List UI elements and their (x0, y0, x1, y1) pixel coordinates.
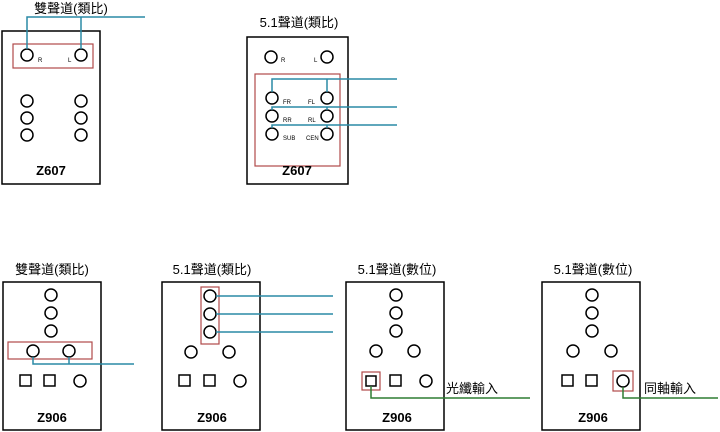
model-label: Z607 (282, 163, 312, 178)
cable-rear (271, 106, 397, 110)
jack-label-cen: CEN (306, 136, 319, 142)
jack (389, 324, 403, 338)
cable-sub-cen (271, 124, 397, 128)
jack-label-l: L (314, 58, 318, 64)
jack (407, 344, 421, 358)
coax-port (233, 374, 247, 388)
coax-port (616, 374, 630, 388)
optical-port (389, 374, 402, 387)
jack-label-sub: SUB (283, 136, 295, 142)
model-label: Z607 (36, 163, 66, 178)
annotation-optical-input: 光纖輸入 (446, 381, 498, 396)
panel-title: 5.1聲道(數位) (554, 262, 633, 277)
highlight-box (7, 341, 93, 360)
jack (20, 111, 34, 125)
optical-port (19, 374, 32, 387)
device-panel (2, 281, 102, 431)
jack-label-r: R (38, 58, 43, 64)
panel-title: 雙聲道(類比) (15, 262, 89, 277)
panel-z906-stereo: 雙聲道(類比) Z906 (2, 262, 134, 431)
device-panel (541, 281, 641, 431)
jack (585, 306, 599, 320)
cable-coax (622, 387, 718, 399)
jack-label-fr: FR (283, 100, 292, 106)
jack-l (320, 50, 334, 64)
optical-port (585, 374, 598, 387)
device-panel (246, 36, 349, 185)
jack-rr (265, 109, 279, 123)
jack-front (203, 289, 217, 303)
device-panel (345, 281, 445, 431)
jack (74, 111, 88, 125)
jack (20, 94, 34, 108)
cable-r (26, 16, 145, 49)
jack-r (20, 48, 34, 62)
jack (585, 288, 599, 302)
panel-title: 5.1聲道(類比) (260, 15, 339, 30)
jack (44, 288, 58, 302)
jack-fr (265, 91, 279, 105)
jack-sub (265, 127, 279, 141)
optical-port (43, 374, 56, 387)
annotation-coax-input: 同軸輸入 (644, 381, 696, 396)
jack-fl (320, 91, 334, 105)
highlight-box (12, 43, 94, 69)
coax-port (73, 374, 87, 388)
jack (604, 344, 618, 358)
coax-port (419, 374, 433, 388)
cable-left (32, 357, 134, 365)
panel-title: 5.1聲道(類比) (173, 262, 252, 277)
jack (74, 128, 88, 142)
jack-label-r: R (281, 58, 286, 64)
panel-z607-stereo: 雙聲道(類比) R L Z607 (1, 1, 145, 185)
optical-port (178, 374, 191, 387)
jack (566, 344, 580, 358)
panel-title: 5.1聲道(數位) (358, 262, 437, 277)
jack-r (264, 50, 278, 64)
jack (44, 324, 58, 338)
jack-left (26, 344, 40, 358)
model-label: Z906 (37, 410, 67, 425)
jack (222, 345, 236, 359)
jack-right (62, 344, 76, 358)
jack (585, 324, 599, 338)
model-label: Z906 (382, 410, 412, 425)
jack (74, 94, 88, 108)
model-label: Z906 (197, 410, 227, 425)
optical-port (203, 374, 216, 387)
jack (184, 345, 198, 359)
jack-center-sub (203, 325, 217, 339)
panel-title: 雙聲道(類比) (34, 1, 108, 16)
jack (389, 306, 403, 320)
model-label: Z906 (578, 410, 608, 425)
jack-label-l: L (68, 58, 72, 64)
highlight-box (254, 73, 341, 167)
jack (389, 288, 403, 302)
cable-optical (370, 386, 530, 399)
panel-z607-51: 5.1聲道(類比) R L FR FL RR RL SUB CEN Z607 (246, 15, 397, 185)
jack (20, 128, 34, 142)
jack-label-rr: RR (283, 118, 292, 124)
cable-front (271, 78, 397, 92)
highlight-box (200, 286, 220, 345)
panel-z906-51-optical: 5.1聲道(數位) Z906 光纖輸入 (345, 262, 530, 431)
jack-label-fl: FL (308, 100, 316, 106)
jack-rear (203, 307, 217, 321)
jack (44, 306, 58, 320)
jack-rl (320, 109, 334, 123)
device-panel (1, 30, 101, 185)
device-panel (161, 281, 261, 431)
optical-port (365, 375, 377, 387)
jack-l (74, 48, 88, 62)
panel-z906-51-analog: 5.1聲道(類比) Z906 (161, 262, 333, 431)
jack-label-rl: RL (308, 118, 316, 124)
optical-port (561, 374, 574, 387)
panel-z906-51-coax: 5.1聲道(數位) Z906 同軸輸入 (541, 262, 718, 431)
jack (369, 344, 383, 358)
jack-cen (320, 127, 334, 141)
